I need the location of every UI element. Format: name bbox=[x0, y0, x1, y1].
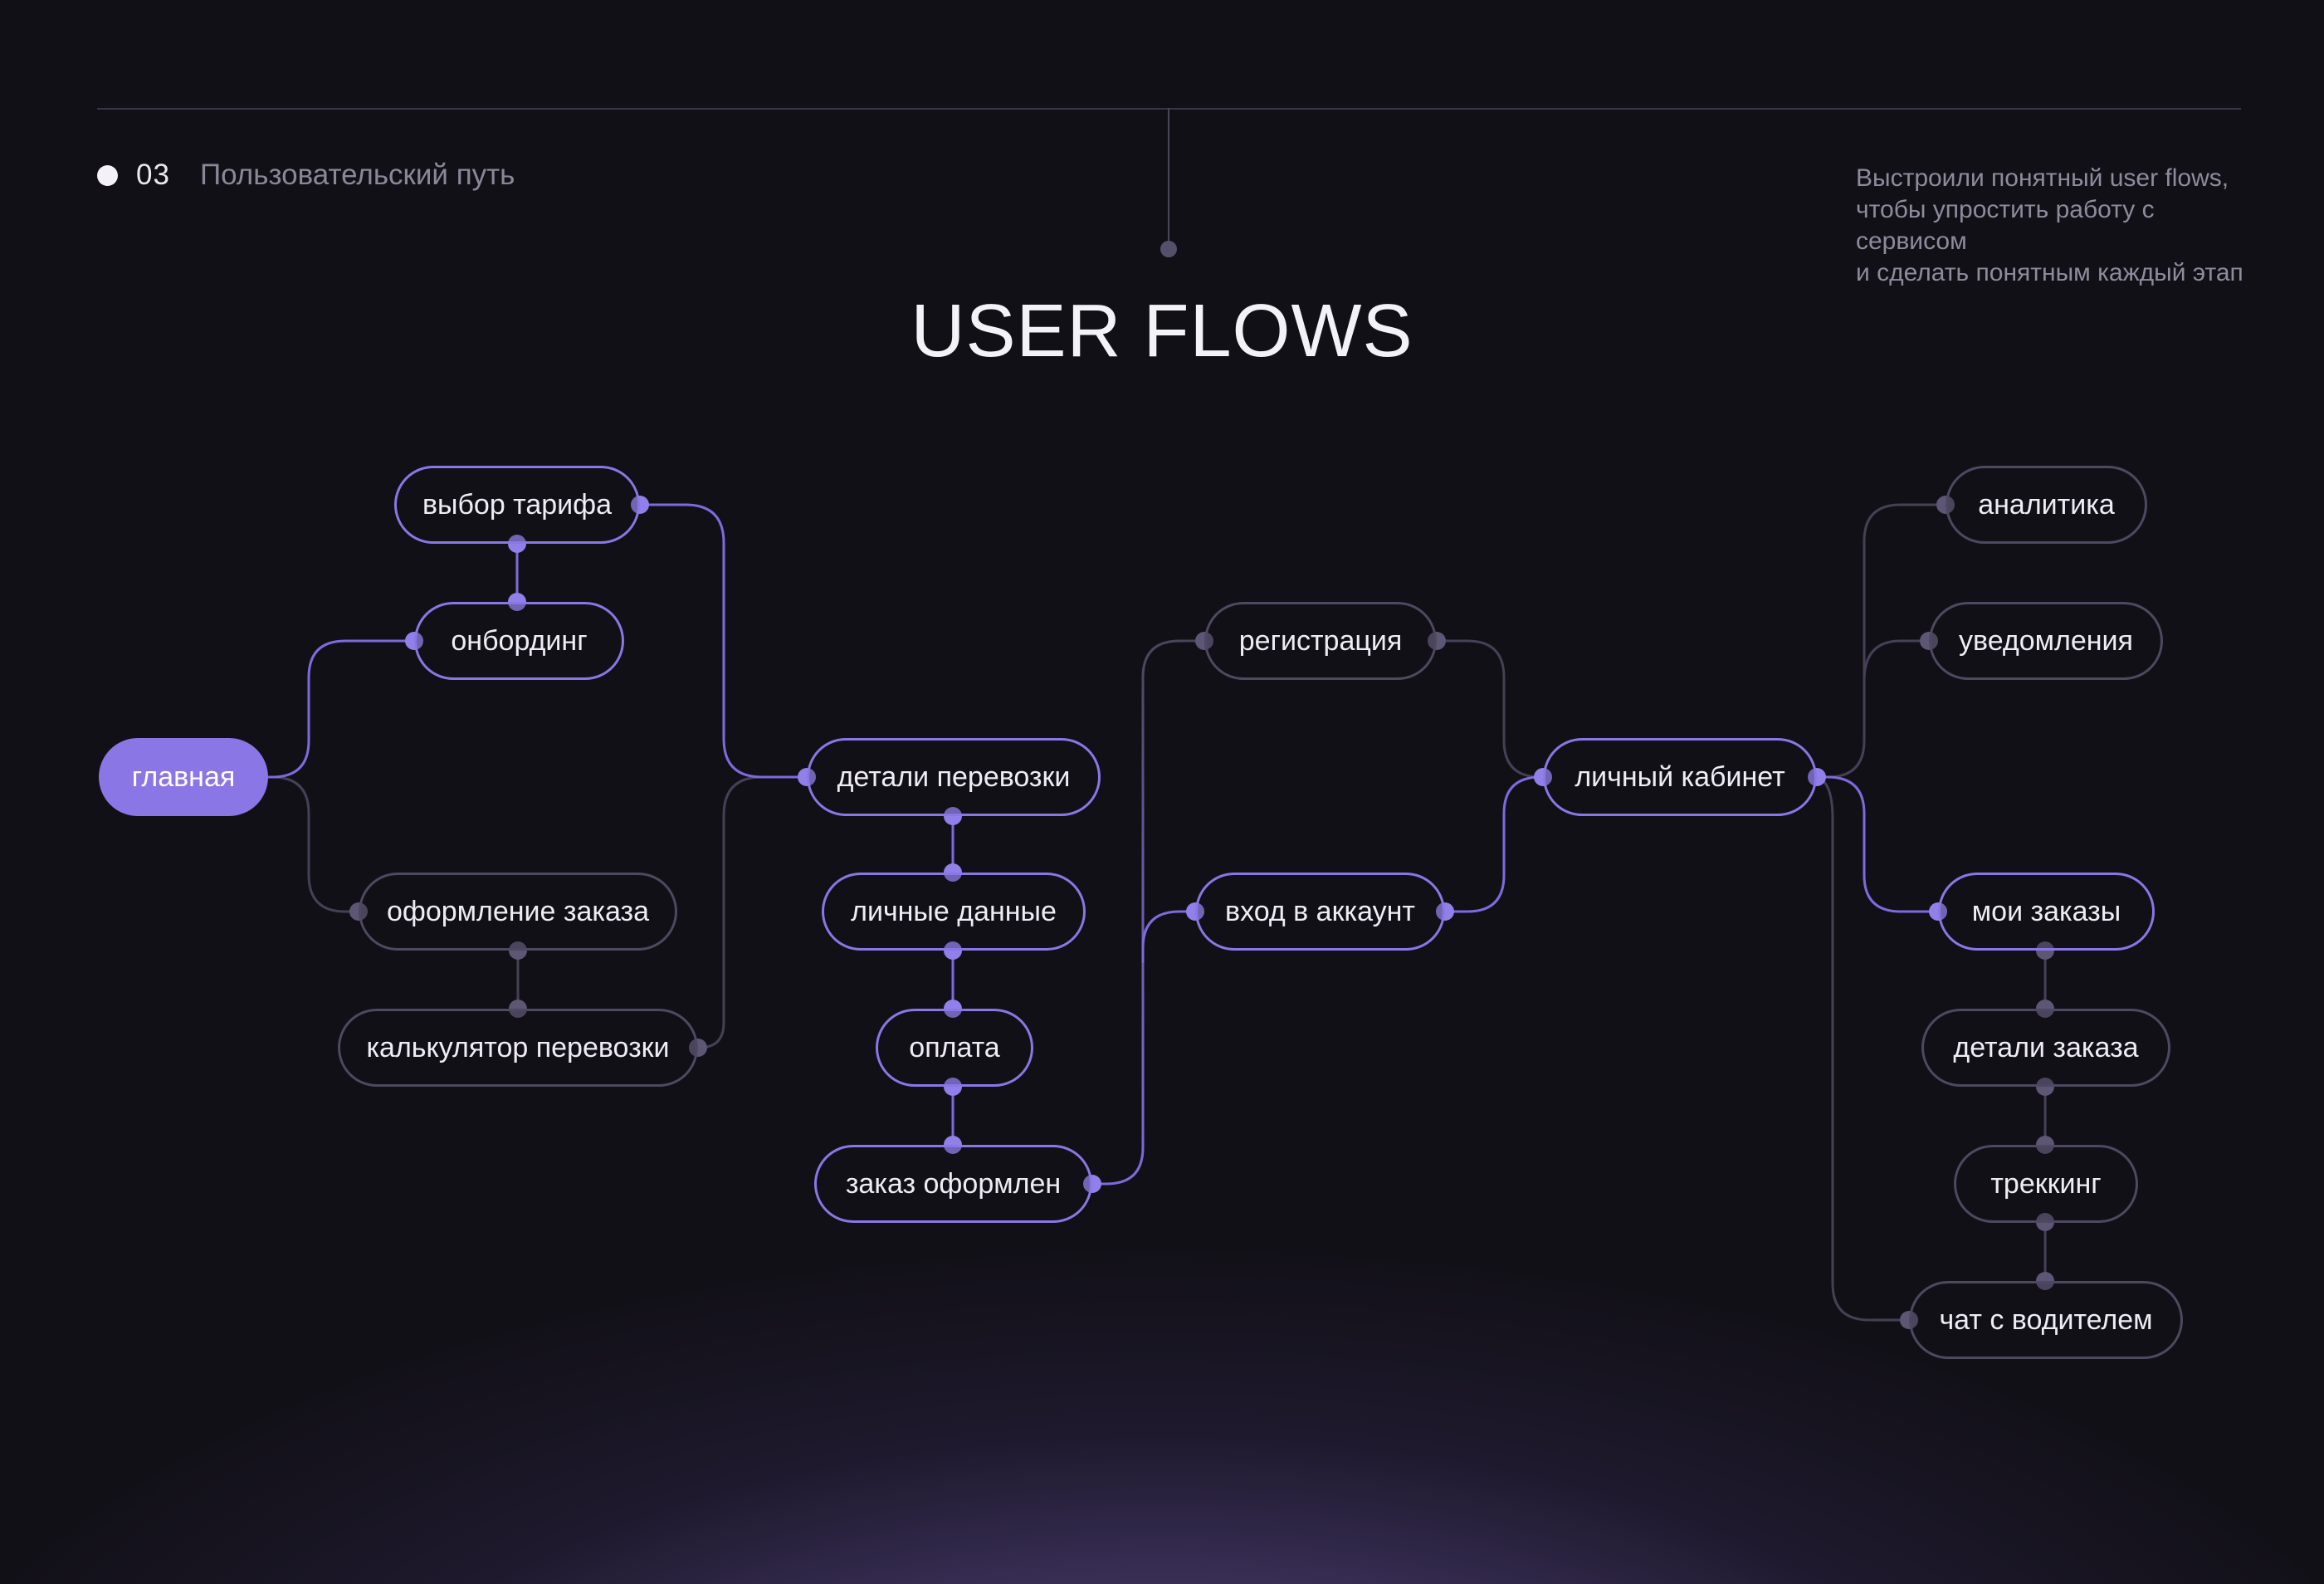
edge-vybor-detali-perevozki bbox=[640, 503, 807, 779]
flow-node-detali-perevozki: детали перевозки bbox=[807, 738, 1101, 816]
header-center-tick-dot bbox=[1160, 241, 1177, 257]
edge-registraciya-lichnyj-kabinet bbox=[1437, 639, 1543, 779]
page-title: USER FLOWS bbox=[911, 290, 1413, 373]
flow-node-zakaz-oformlen: заказ оформлен bbox=[814, 1145, 1092, 1223]
edge-vhod-lichnyj-kabinet bbox=[1445, 775, 1543, 913]
flow-node-kalkulyator-perevozki: калькулятор перевозки bbox=[338, 1009, 698, 1087]
section-label: Пользовательский путь bbox=[199, 159, 515, 191]
flow-node-detali-zakaza: детали заказа bbox=[1921, 1009, 2170, 1087]
bullet-dot-icon bbox=[97, 164, 118, 186]
flow-node-onbording: онбординг bbox=[414, 602, 624, 680]
section-number: 03 bbox=[136, 159, 170, 191]
edge-zakaz-registraciya bbox=[1092, 639, 1204, 1186]
header-center-tick bbox=[1168, 108, 1169, 242]
flow-node-uvedomleniya: уведомления bbox=[1929, 602, 2163, 680]
section-header: 03 Пользовательский путь bbox=[97, 159, 515, 192]
flow-node-lichnye-dannye: личные данные bbox=[822, 873, 1086, 951]
section-description: Выстроили понятный user flows, чтобы упр… bbox=[1856, 164, 2243, 287]
flow-node-vhod-v-akkaunt: вход в аккаунт bbox=[1195, 873, 1445, 951]
edge-lichnyj-kabinet-analitika bbox=[1817, 503, 1946, 779]
accent-junction-dots bbox=[405, 496, 1947, 1193]
flow-node-oformlenie-zakaza: оформление заказа bbox=[359, 873, 677, 951]
flow-node-lichnyj-kabinet: личный кабинет bbox=[1543, 738, 1817, 816]
flow-node-glavnaya: главная bbox=[99, 738, 268, 816]
edge-branch-uvedomleniya bbox=[1863, 639, 1929, 682]
gradient-edges bbox=[1092, 639, 1204, 1186]
flow-node-registraciya: регистрация bbox=[1204, 602, 1437, 680]
edge-lichnyj-kabinet-moi-zakazy bbox=[1817, 775, 1938, 913]
flow-node-moi-zakazy: мои заказы bbox=[1938, 873, 2155, 951]
edge-kalkulyator-detali-perevozki bbox=[698, 775, 807, 1049]
flow-node-vybor-tarifa: выбор тарифа bbox=[394, 466, 640, 544]
edge-glavnaya-oformlenie bbox=[268, 775, 359, 913]
flow-node-analitika: аналитика bbox=[1946, 466, 2147, 544]
gray-edges bbox=[268, 503, 2047, 1322]
edge-lichnyj-kabinet-chat bbox=[1816, 775, 1909, 1322]
accent-edges bbox=[268, 503, 1938, 1145]
edge-branch-vhod bbox=[1141, 910, 1195, 963]
flow-node-chat-s-voditelem: чат с водителем bbox=[1909, 1281, 2183, 1359]
flow-node-trekking: треккинг bbox=[1954, 1145, 2138, 1223]
edge-glavnaya-onbording bbox=[268, 639, 414, 779]
flow-node-oplata: оплата bbox=[876, 1009, 1033, 1087]
